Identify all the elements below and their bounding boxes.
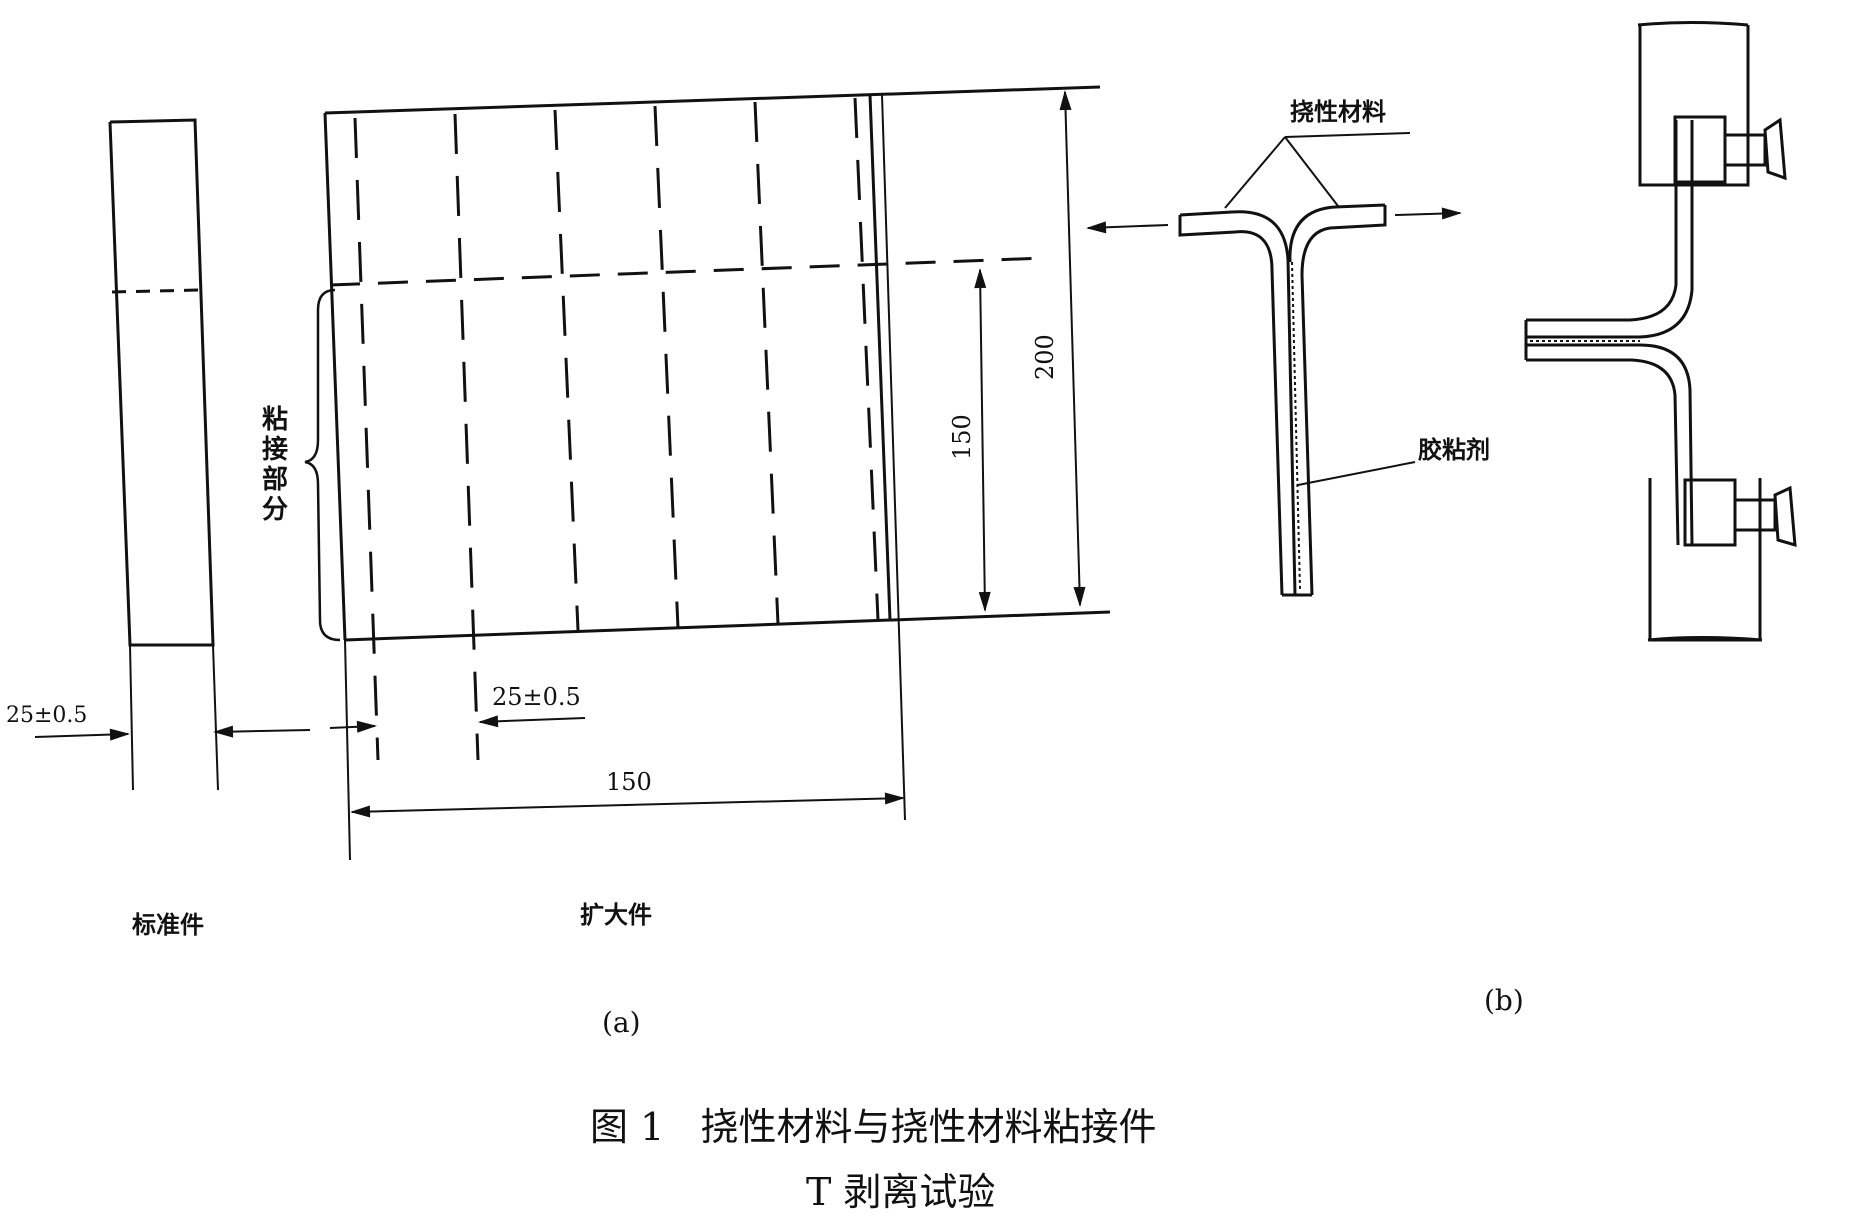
dim-bond-length-label: 150: [948, 414, 976, 460]
dim-vertical-150: [974, 268, 991, 612]
dim-width-arrows: [34, 715, 586, 741]
bonded-part-char-1: 粘: [262, 405, 288, 435]
dim-total-length-label: 200: [1031, 334, 1059, 380]
adhesive-label: 胶粘剂: [1418, 436, 1490, 464]
dim-length-arrow: [350, 792, 905, 818]
dim-vertical-200: [1059, 90, 1086, 607]
panel-a-texts: 25±0.5 25±0.5 150 150 200 粘 接 部 分 标准件 扩大…: [6, 334, 1059, 1039]
dim-length-label: 150: [606, 768, 652, 796]
standard-piece: [108, 118, 219, 791]
panel-b-label: (b): [1484, 984, 1524, 1017]
caption-line-1: 图 1 挠性材料与挠性材料粘接件: [590, 1105, 1157, 1149]
panel-a-label: (a): [602, 1006, 641, 1039]
panel-a: [34, 85, 1111, 861]
panel-b-texts: 挠性材料 胶粘剂 (b): [1290, 98, 1524, 1017]
bonded-part-char-3: 部: [262, 465, 288, 495]
enlarged-piece: [323, 85, 1111, 861]
dim-width-left-label: 25±0.5: [6, 703, 87, 728]
bonded-part-brace: [304, 288, 341, 642]
figure-caption: 图 1 挠性材料与挠性材料粘接件 T 剥离试验: [590, 1105, 1157, 1214]
bonded-part-char-2: 接: [262, 435, 288, 465]
grip-fixture: [1524, 21, 1797, 642]
bonded-part-char-4: 分: [262, 495, 288, 525]
standard-piece-label: 标准件: [132, 911, 204, 939]
caption-line-2: T 剥离试验: [806, 1170, 995, 1214]
flexible-material-label: 挠性材料: [1290, 98, 1386, 126]
dim-width-middle-label: 25±0.5: [492, 683, 581, 711]
t-specimen: [1086, 132, 1462, 597]
enlarged-piece-label: 扩大件: [580, 901, 652, 929]
